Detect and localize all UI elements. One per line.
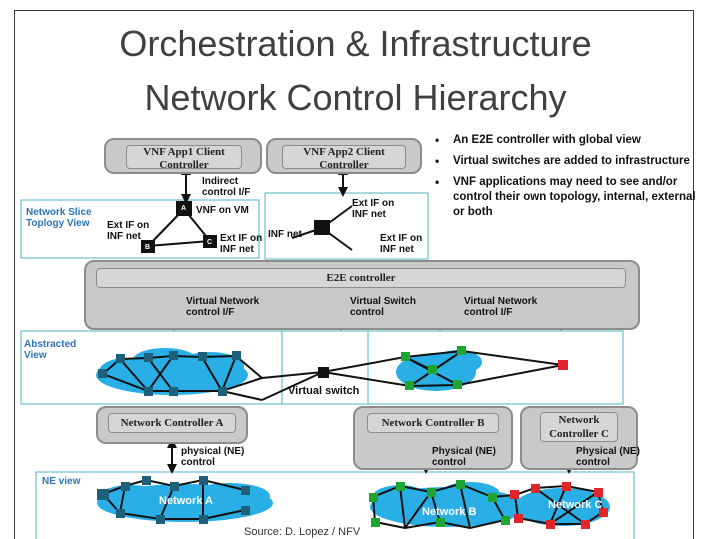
indirect-control-label: Indirect control I/F	[202, 176, 251, 198]
ne-view-panel	[35, 471, 635, 539]
source-caption: Source: D. Lopez / NFV	[244, 526, 361, 538]
bullet-list: An E2E controller with global view Virtu…	[433, 133, 698, 226]
slice-view-title: Network Slice Toplogy View	[26, 207, 92, 229]
node-a-label: A	[181, 205, 187, 212]
controller-a-link-label: physical (NE) control	[181, 446, 245, 468]
abstracted-view-panel	[20, 330, 624, 405]
network-c-label: Network C	[548, 499, 603, 511]
slide-frame	[14, 10, 694, 539]
vnf-app2-label: VNF App2 Client Controller	[282, 145, 406, 171]
controller-b-link-label: Physical (NE) control	[432, 446, 496, 468]
app2-ext-if-bottom: Ext IF on INF net	[380, 233, 423, 255]
ext-if-right-label: Ext IF on INF net	[220, 233, 263, 255]
slide-title-line2: Network Control Hierarchy	[144, 77, 567, 118]
controller-c-link-label: Physical (NE) control	[576, 446, 640, 468]
slice-node-b	[141, 240, 155, 253]
network-slice-panel	[20, 199, 260, 259]
abstracted-nodes-teal	[98, 351, 241, 396]
network-controller-c-box: Network Controller C	[520, 406, 638, 470]
network-controller-b-label: Network Controller B	[367, 413, 499, 433]
network-controller-c-label: Network Controller C	[540, 412, 618, 442]
network-controller-b-box: Network Controller B	[353, 406, 513, 470]
abstracted-nodes-green	[401, 346, 466, 390]
network-controller-a-box: Network Controller A	[96, 406, 248, 444]
vnf-app1-box: VNF App1 Client Controller	[104, 138, 262, 174]
vnf-app1-label: VNF App1 Client Controller	[126, 145, 242, 171]
abstracted-node-red	[558, 360, 568, 370]
e2e-link-mid-label: Virtual Switch control	[350, 296, 416, 318]
e2e-controller-box: E2E controller	[84, 260, 640, 330]
app2-ext-if-top: Ext IF on INF net	[352, 198, 395, 220]
node-c-label: C	[207, 239, 213, 246]
vnf-on-vm-label: VNF on VM	[196, 205, 249, 216]
bullet-item: VNF applications may need to see and/or …	[433, 175, 698, 220]
vnf-app2-box: VNF App2 Client Controller	[266, 138, 422, 174]
e2e-link-left-label: Virtual Network control I/F	[186, 296, 260, 318]
app2-ext-if-left: INF net	[268, 229, 302, 240]
e2e-link-right-label: Virtual Network control I/F	[464, 296, 538, 318]
bullet-item: An E2E controller with global view	[433, 133, 698, 148]
abstracted-view-title: Abstracted View	[24, 339, 77, 361]
virtual-switch-label: Virtual switch	[288, 385, 360, 397]
bullet-item: Virtual switches are added to infrastruc…	[433, 154, 698, 169]
ext-if-left-label: Ext IF on INF net	[107, 220, 150, 242]
slice-node-a	[176, 201, 192, 216]
virtual-switch-node	[318, 367, 329, 378]
ne-cloud-b	[370, 482, 526, 527]
network-b-label: Network B	[422, 506, 477, 518]
ne-view-title: NE view	[42, 476, 81, 487]
slice-node-c	[203, 235, 217, 248]
network-controller-a-label: Network Controller A	[108, 413, 236, 433]
slide-title-line1: Orchestration & Infrastructure	[119, 23, 592, 64]
e2e-controller-label: E2E controller	[96, 268, 626, 288]
network-a-label: Network A	[159, 495, 213, 507]
node-b-label: B	[145, 244, 151, 251]
app2-node	[314, 220, 330, 235]
